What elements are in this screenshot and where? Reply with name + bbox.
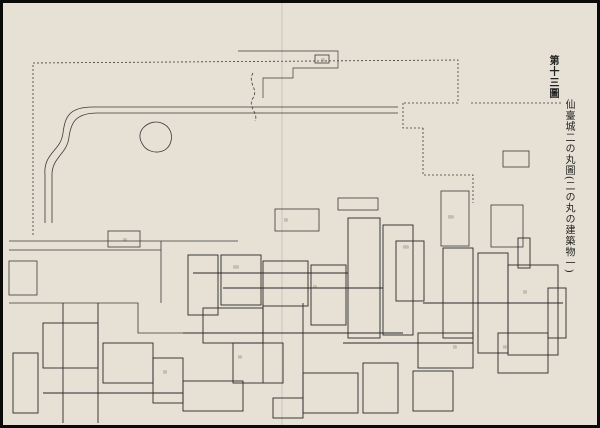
svg-text:▯▯: ▯▯ <box>123 238 127 242</box>
east-boundary <box>422 128 474 203</box>
svg-text:▯▯: ▯▯ <box>453 345 457 349</box>
center-fold <box>281 3 283 425</box>
west-block <box>8 260 38 296</box>
map-title: 仙臺城二の丸圖(二の丸の建築物一) <box>563 99 574 274</box>
svg-text:▯▯: ▯▯ <box>321 58 325 62</box>
svg-text:▯▯: ▯▯ <box>503 345 507 349</box>
figure-number: 第十三圖 <box>547 55 558 99</box>
east-building <box>502 150 530 168</box>
north-enclosure <box>238 50 339 98</box>
pond <box>139 121 172 153</box>
moat-line-inner <box>51 112 398 223</box>
svg-text:▯▯▯: ▯▯▯ <box>403 245 409 249</box>
building-complex <box>12 217 567 423</box>
west-gatehouse <box>107 230 141 248</box>
west-corridor <box>9 240 238 303</box>
garden-path <box>250 72 257 122</box>
svg-text:▯▯▯: ▯▯▯ <box>448 215 454 219</box>
outer-boundary <box>32 59 459 235</box>
svg-text:▯▯: ▯▯ <box>163 370 167 374</box>
svg-text:▯▯: ▯▯ <box>238 355 242 359</box>
hall-north-d <box>490 204 524 248</box>
svg-text:▯▯▯: ▯▯▯ <box>233 265 239 269</box>
hall-north-c <box>440 190 470 247</box>
hall-north-b <box>337 197 379 211</box>
moat-line <box>44 106 398 223</box>
room-label-marks: ▯▯ ▯▯ ▯▯ ▯▯▯ ▯▯▯ ▯▯▯ ▯▯ ▯▯ ▯▯ ▯▯ ▯▯ ▯▯ <box>123 58 527 374</box>
svg-text:▯▯: ▯▯ <box>313 285 317 289</box>
lower-wall <box>9 302 203 334</box>
svg-text:▯▯: ▯▯ <box>523 290 527 294</box>
castle-plan-drawing: ▯▯ ▯▯ ▯▯ ▯▯▯ ▯▯▯ ▯▯▯ ▯▯ ▯▯ ▯▯ ▯▯ ▯▯ ▯▯ <box>8 50 567 423</box>
map-sheet: ▯▯ ▯▯ ▯▯ ▯▯▯ ▯▯▯ ▯▯▯ ▯▯ ▯▯ ▯▯ ▯▯ ▯▯ ▯▯ 第… <box>3 3 597 425</box>
north-building <box>314 54 330 64</box>
hall-north-a <box>274 208 320 232</box>
svg-text:▯▯: ▯▯ <box>284 218 288 222</box>
